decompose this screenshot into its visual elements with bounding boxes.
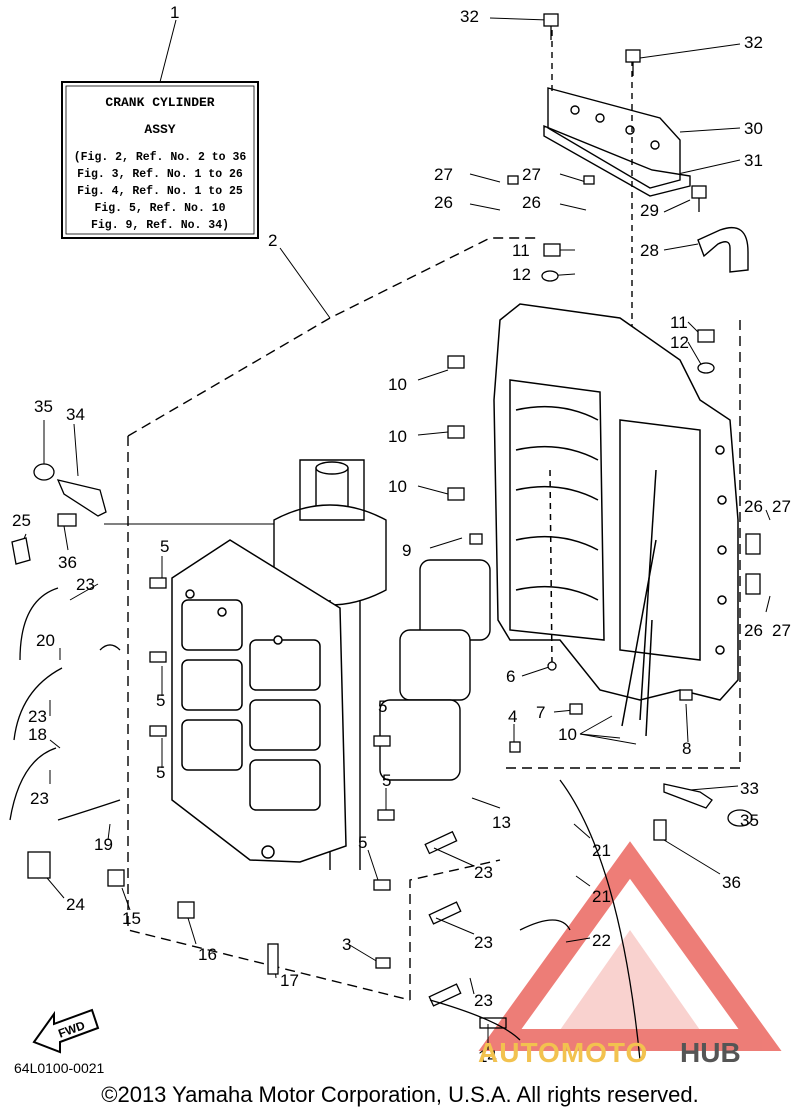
callout-22: 22 [592,931,611,950]
callout-19: 19 [94,835,113,854]
callout-21-b: 21 [592,887,611,906]
caption-ref-3: Fig. 5, Ref. No. 10 [94,202,225,215]
callout-5-b: 5 [156,691,165,710]
callout-23-f: 23 [474,991,493,1010]
callout-labels: 1 2 32 32 30 31 27 27 26 26 29 28 11 12 … [12,3,791,1066]
callout-24: 24 [66,895,85,914]
callout-25: 25 [12,511,31,530]
cylinder-block-left [171,539,347,863]
leader-lines [19,17,771,1050]
fwd-arrow-icon: FWD [32,1008,100,1054]
callout-23-b: 23 [28,707,47,726]
drawing-code: 64L0100-0021 [14,1060,105,1076]
callout-27-c: 27 [772,497,791,516]
callout-10-c: 10 [388,477,407,496]
caption-box: CRANK CYLINDER ASSY (Fig. 2, Ref. No. 2 … [61,81,259,239]
callout-11-a: 11 [512,241,530,260]
callout-14: 14 [478,1047,497,1066]
callout-35-right: 35 [740,811,759,830]
watermark-text-a: AUTOMOTO [478,1037,648,1068]
callout-17: 17 [280,971,299,990]
callout-7: 7 [536,703,545,722]
callout-27-a: 27 [434,165,453,184]
callout-27-d: 27 [772,621,791,640]
callout-16: 16 [198,945,217,964]
callout-26-d: 26 [744,621,763,640]
callout-15: 15 [122,909,141,928]
exhaust-cover [543,30,691,340]
callout-36-left: 36 [58,553,77,572]
assembly-outline [127,237,741,1001]
callout-4: 4 [508,707,517,726]
callout-5-f: 5 [358,833,367,852]
callout-23-c: 23 [30,789,49,808]
callout-26-a: 26 [434,193,453,212]
callout-20: 20 [36,631,55,650]
caption-ref-2: Fig. 4, Ref. No. 1 to 25 [77,185,243,198]
caption-ref-0: (Fig. 2, Ref. No. 2 to 36 [74,151,247,164]
callout-27-b: 27 [522,165,541,184]
callout-11-b: 11 [670,313,688,332]
callout-18: 18 [28,725,47,744]
callout-35-left: 35 [34,397,53,416]
callout-5-e: 5 [382,771,391,790]
callout-12-b: 12 [670,333,689,352]
callout-32-top: 32 [460,7,479,26]
callout-10-a: 10 [388,375,407,394]
callout-26-b: 26 [522,193,541,212]
bolt-icons [507,13,715,374]
callout-10-b: 10 [388,427,407,446]
callout-8: 8 [682,739,691,758]
misc-parts [11,355,761,975]
callout-1: 1 [170,3,179,22]
callout-29: 29 [640,201,659,220]
callout-34: 34 [66,405,85,424]
callout-5-c: 5 [156,763,165,782]
callout-23-e: 23 [474,933,493,952]
callout-21-a: 21 [592,841,611,860]
callout-30: 30 [744,119,763,138]
callout-23-a: 23 [76,575,95,594]
callout-28: 28 [640,241,659,260]
caption-ref-4: Fig. 9, Ref. No. 34) [91,219,229,232]
callout-5-a: 5 [160,537,169,556]
bracket-28 [697,226,749,273]
callout-33: 33 [740,779,759,798]
callout-6: 6 [506,667,515,686]
callout-36-right: 36 [722,873,741,892]
caption-title-line1: CRANK CYLINDER [105,95,214,110]
callout-32-right: 32 [744,33,763,52]
watermark-text: AUTOMOTO HUB [478,1037,741,1068]
watermark-logo [478,841,782,1051]
callout-10-d: 10 [558,725,577,744]
callout-12-a: 12 [512,265,531,284]
hoses [9,587,641,1061]
callout-9: 9 [402,541,411,560]
copyright-notice: ©2013 Yamaha Motor Corporation, U.S.A. A… [101,1082,699,1107]
callout-13: 13 [492,813,511,832]
callout-2: 2 [268,231,277,250]
callout-23-d: 23 [474,863,493,882]
callout-26-c: 26 [744,497,763,516]
watermark-text-b: HUB [680,1037,741,1068]
callout-5-d: 5 [378,697,387,716]
callout-3: 3 [342,935,351,954]
caption-title-line2: ASSY [144,122,175,137]
caption-ref-1: Fig. 3, Ref. No. 1 to 26 [77,168,243,181]
crankcase-block [493,303,739,737]
callout-31: 31 [744,151,763,170]
